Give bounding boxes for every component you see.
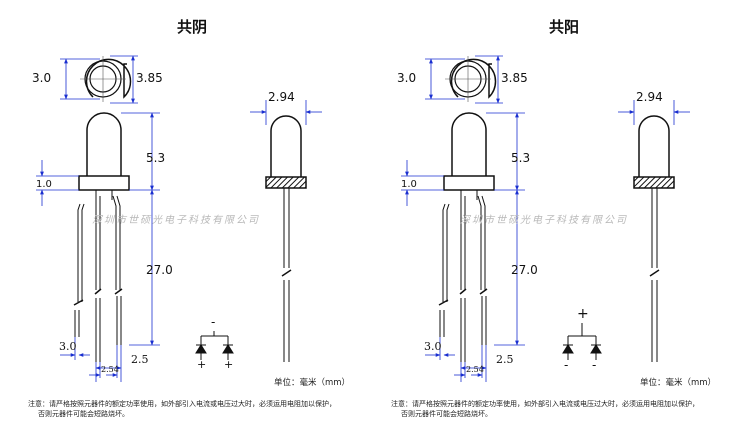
left-lead-length-label: 27.0 bbox=[146, 263, 173, 277]
side-view bbox=[633, 115, 675, 362]
top-view-dims bbox=[60, 55, 138, 104]
left-note-line2: 否则元器件可能会短路烧坏。 bbox=[38, 410, 129, 418]
side-view bbox=[265, 115, 307, 362]
right-lead-length-label: 27.0 bbox=[511, 263, 538, 277]
side-view-dims bbox=[250, 100, 322, 125]
left-polarity-common: - bbox=[211, 315, 216, 329]
right-flange-height-label: 1.0 bbox=[401, 179, 417, 190]
left-body-height-label: 5.3 bbox=[146, 151, 166, 165]
side-view-dims bbox=[618, 100, 690, 125]
right-lead-short-label: 3.0 bbox=[424, 340, 442, 353]
right-flange-diameter-label: 3.85 bbox=[501, 71, 528, 85]
left-polarity-right: + bbox=[224, 358, 234, 371]
common-anode-panel bbox=[401, 55, 690, 382]
right-note-line1: 注意：请严格按照元器件的额定功率使用，如外部引入电流或电压过大时，必须运用电阻加… bbox=[391, 400, 699, 408]
top-view bbox=[80, 56, 132, 102]
right-polarity-left: - bbox=[564, 358, 569, 372]
front-view bbox=[438, 112, 495, 362]
right-watermark: 深圳市世硕光电子科技有限公司 bbox=[460, 215, 628, 226]
top-view bbox=[445, 56, 497, 102]
left-note-line1: 注意：请严格按照元器件的额定功率使用，如外部引入电流或电压过大时，必须运用电阻加… bbox=[28, 400, 336, 408]
right-flange-width-label: 2.94 bbox=[636, 90, 663, 104]
right-body-height-label: 5.3 bbox=[511, 151, 531, 165]
left-lead-short-label: 3.0 bbox=[59, 340, 77, 353]
left-flange-diameter-label: 3.85 bbox=[136, 71, 163, 85]
top-view-dims bbox=[425, 55, 503, 104]
right-lens-diameter-label: 3.0 bbox=[397, 71, 417, 85]
left-watermark: 深圳市世硕光电子科技有限公司 bbox=[92, 215, 260, 226]
left-lead-pitch-label: 2.54 bbox=[101, 365, 119, 374]
circuit-symbol bbox=[562, 323, 602, 360]
right-lead-pitch-label: 2.54 bbox=[466, 365, 484, 374]
circuit-symbol bbox=[195, 331, 234, 360]
front-view bbox=[73, 112, 130, 362]
left-polarity-left: + bbox=[197, 358, 207, 371]
right-polarity-common: + bbox=[577, 306, 589, 322]
left-lens-diameter-label: 3.0 bbox=[32, 71, 52, 85]
left-flange-width-label: 2.94 bbox=[268, 90, 295, 104]
right-note-line2: 否则元器件可能会短路烧坏。 bbox=[401, 410, 492, 418]
front-view-dims bbox=[36, 112, 160, 382]
right-polarity-right: - bbox=[592, 358, 597, 372]
left-lead-span-label: 2.5 bbox=[131, 353, 149, 366]
right-lead-span-label: 2.5 bbox=[496, 353, 514, 366]
right-unit-label: 单位：毫米（mm） bbox=[640, 378, 717, 388]
left-flange-height-label: 1.0 bbox=[36, 179, 52, 190]
left-panel-title: 共阴 bbox=[177, 18, 208, 36]
left-unit-label: 单位：毫米（mm） bbox=[274, 378, 351, 388]
common-cathode-panel bbox=[36, 55, 322, 382]
front-view-dims bbox=[401, 112, 525, 382]
right-panel-title: 共阳 bbox=[549, 18, 580, 36]
